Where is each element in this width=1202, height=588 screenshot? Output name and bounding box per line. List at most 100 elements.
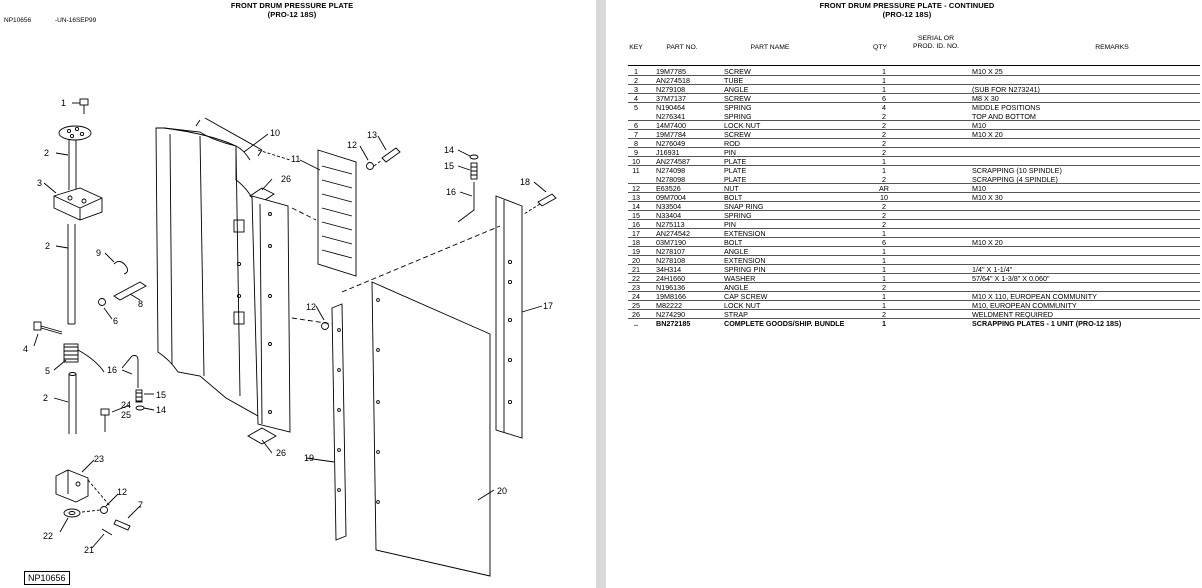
strap-part-26-bottom	[247, 427, 277, 445]
cell-qty: 2	[882, 130, 886, 139]
main-plate-part-10	[155, 117, 263, 417]
cell-part-name: BOLT	[724, 193, 743, 202]
cell-part-name: NUT	[724, 184, 739, 193]
row-divider	[628, 138, 1200, 139]
row-divider	[628, 210, 1200, 211]
cell-key: 19	[632, 247, 640, 256]
callout-label: 21	[84, 545, 94, 555]
cell-remarks: M10 X 110, EUROPEAN COMMUNITY	[972, 292, 1097, 301]
scraper-plate-part-11	[317, 149, 357, 277]
cell-qty: 2	[882, 283, 886, 292]
callout-label: 7	[138, 500, 143, 510]
cell-key: 16	[632, 220, 640, 229]
callout-label: 8	[138, 299, 143, 309]
cell-key: 18	[632, 238, 640, 247]
callout-label: 4	[23, 344, 28, 354]
cell-remarks: M10 X 20	[972, 130, 1003, 139]
cell-qty: 1	[882, 76, 886, 85]
cell-qty: 1	[882, 265, 886, 274]
screw-part-7	[113, 519, 131, 531]
callout-label: 25	[121, 410, 131, 420]
cell-qty: 1	[882, 301, 886, 310]
angle-bracket-part	[53, 187, 103, 221]
cell-remarks: 1/4" X 1-1/4"	[972, 265, 1013, 274]
cell-part-name: SPRING	[724, 112, 752, 121]
cell-part-no: E63526	[656, 184, 681, 193]
rod-part-8	[113, 281, 147, 301]
cell-part-name: ROD	[724, 139, 740, 148]
row-divider	[628, 228, 1200, 229]
row-divider	[628, 120, 1200, 121]
cell-qty: 2	[882, 139, 886, 148]
cell-part-name: TUBE	[724, 76, 744, 85]
cell-part-name: EXTENSION	[724, 229, 766, 238]
cell-part-no: N279108	[656, 85, 686, 94]
cell-qty: 2	[882, 148, 886, 157]
cell-key: 13	[632, 193, 640, 202]
row-divider	[628, 147, 1200, 148]
cell-qty: 2	[882, 211, 886, 220]
callout-label: 2	[45, 241, 50, 251]
callout-label: 2	[44, 148, 49, 158]
cell-qty: 1	[882, 85, 886, 94]
cell-part-no: 14M7400	[656, 121, 686, 130]
tube-part-top	[58, 125, 92, 190]
cell-part-no: N274290	[656, 310, 686, 319]
cell-qty: 2	[882, 310, 886, 319]
cell-qty: 6	[882, 238, 886, 247]
cell-part-name: ANGLE	[724, 85, 749, 94]
pin-part-16-right	[457, 182, 475, 223]
cell-part-name: ANGLE	[724, 247, 749, 256]
cell-qty: 1	[882, 292, 886, 301]
callout-label: 15	[444, 161, 454, 171]
cell-part-no: AN274518	[656, 76, 690, 85]
page-title: FRONT DRUM PRESSURE PLATE - CONTINUED (P…	[609, 1, 1202, 19]
title-line-1: FRONT DRUM PRESSURE PLATE	[230, 1, 354, 10]
cell-remarks: M8 X 30	[972, 94, 999, 103]
cell-part-name: PLATE	[724, 175, 747, 184]
row-divider	[628, 255, 1200, 256]
row-divider	[628, 291, 1200, 292]
cell-key: 23	[632, 283, 640, 292]
row-divider	[628, 165, 1200, 166]
cell-part-name: LOCK NUT	[724, 121, 761, 130]
callout-label: 6	[113, 316, 118, 326]
cell-remarks: WELDMENT REQUIRED	[972, 310, 1053, 319]
cell-qty: 2	[882, 112, 886, 121]
cell-part-name: SNAP RING	[724, 202, 764, 211]
cell-key: 24	[632, 292, 640, 301]
cell-key: 15	[632, 211, 640, 220]
snap-ring-part-14-right	[469, 154, 479, 160]
cell-part-name: PIN	[724, 220, 736, 229]
cell-part-no: BN272185	[656, 319, 691, 328]
cell-part-name: PLATE	[724, 166, 747, 175]
cell-qty: 2	[882, 121, 886, 130]
cell-key: 4	[634, 94, 638, 103]
cell-key: 25	[632, 301, 640, 310]
cell-remarks: M10 X 25	[972, 67, 1003, 76]
bolt-part-13	[381, 147, 401, 163]
callout-label: 18	[520, 177, 530, 187]
cell-part-no: 19M8166	[656, 292, 686, 301]
cell-part-name: PLATE	[724, 157, 747, 166]
serial-header-line-2: PROD. ID. NO.	[912, 43, 960, 50]
cell-key: 22	[632, 274, 640, 283]
image-id: NP10656	[4, 17, 32, 24]
row-divider	[628, 183, 1200, 184]
cell-part-no: N33404	[656, 211, 682, 220]
header-rule	[628, 65, 1200, 66]
row-divider	[628, 246, 1200, 247]
cell-qty: 1	[882, 229, 886, 238]
cell-part-name: SCREW	[724, 94, 751, 103]
